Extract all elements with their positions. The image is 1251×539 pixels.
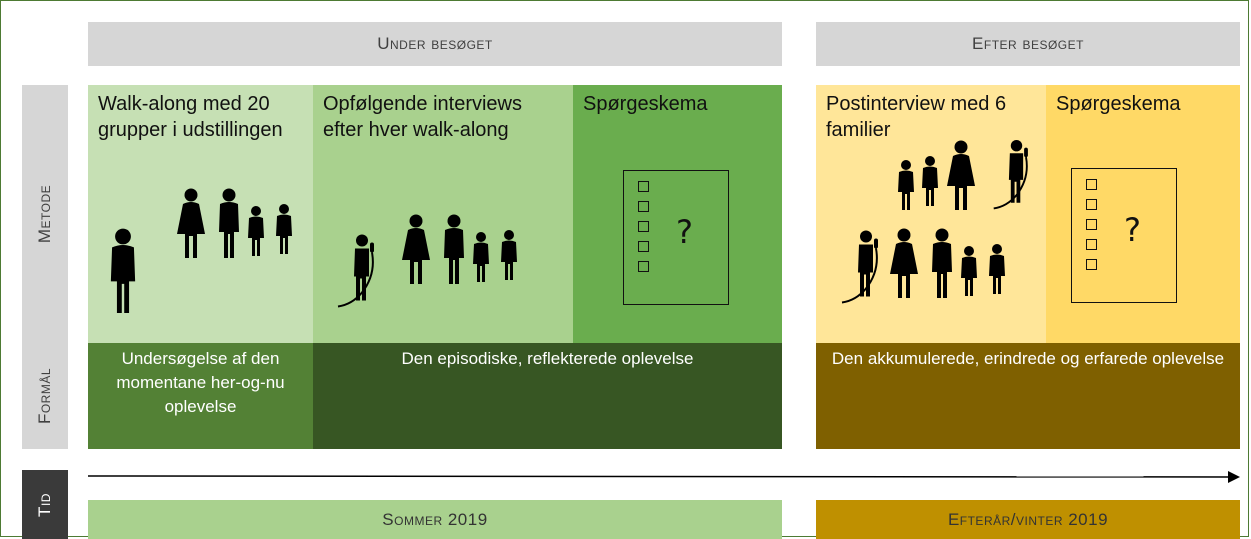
questionnaire-icon: ? <box>1071 168 1177 303</box>
phase-header-after: Efter besøget <box>816 22 1240 66</box>
interviewer-icon <box>841 229 879 304</box>
method-survey-after: Spørgeskema <box>1046 85 1240 343</box>
method-post-interview: Postinterview med 6 familier <box>816 85 1046 343</box>
purpose-accumulated: Den akkumulerede, erindrede og erfarede … <box>816 343 1240 449</box>
method-survey-during-label: Spørgeskema <box>583 93 708 115</box>
row-label-method: Metode <box>22 85 68 343</box>
row-label-purpose: Formål <box>22 343 68 449</box>
purpose-episodic: Den episodiske, reflekterede oplevelse <box>313 343 782 449</box>
method-post-interview-label: Postinterview med 6 familier <box>826 93 1007 141</box>
method-followup-label: Opfølgende interviews efter hver walk-al… <box>323 93 522 141</box>
family-icon <box>177 188 292 258</box>
interviewer-icon <box>337 233 375 308</box>
timeline-arrow <box>87 471 1240 483</box>
time-summer: Sommer 2019 <box>88 500 782 539</box>
time-autumn: Efterår/vinter 2019 <box>816 500 1240 539</box>
family-icon <box>898 139 1029 210</box>
family-icon <box>890 228 1005 298</box>
method-survey-after-label: Spørgeskema <box>1056 93 1181 115</box>
phase-header-during: Under besøget <box>88 22 782 66</box>
questionnaire-question-mark: ? <box>1124 211 1141 249</box>
family-icon <box>402 214 517 284</box>
method-walk-along-label: Walk-along med 20 grupper i udstillingen <box>98 93 283 141</box>
questionnaire-question-mark: ? <box>676 213 693 251</box>
row-label-time: Tid <box>22 470 68 539</box>
questionnaire-icon: ? <box>623 170 729 305</box>
method-survey-during: Spørgeskema <box>573 85 782 343</box>
visitor-icon <box>110 228 136 313</box>
purpose-momentary: Undersøgelse af den momentane her-og-nu … <box>88 343 313 449</box>
